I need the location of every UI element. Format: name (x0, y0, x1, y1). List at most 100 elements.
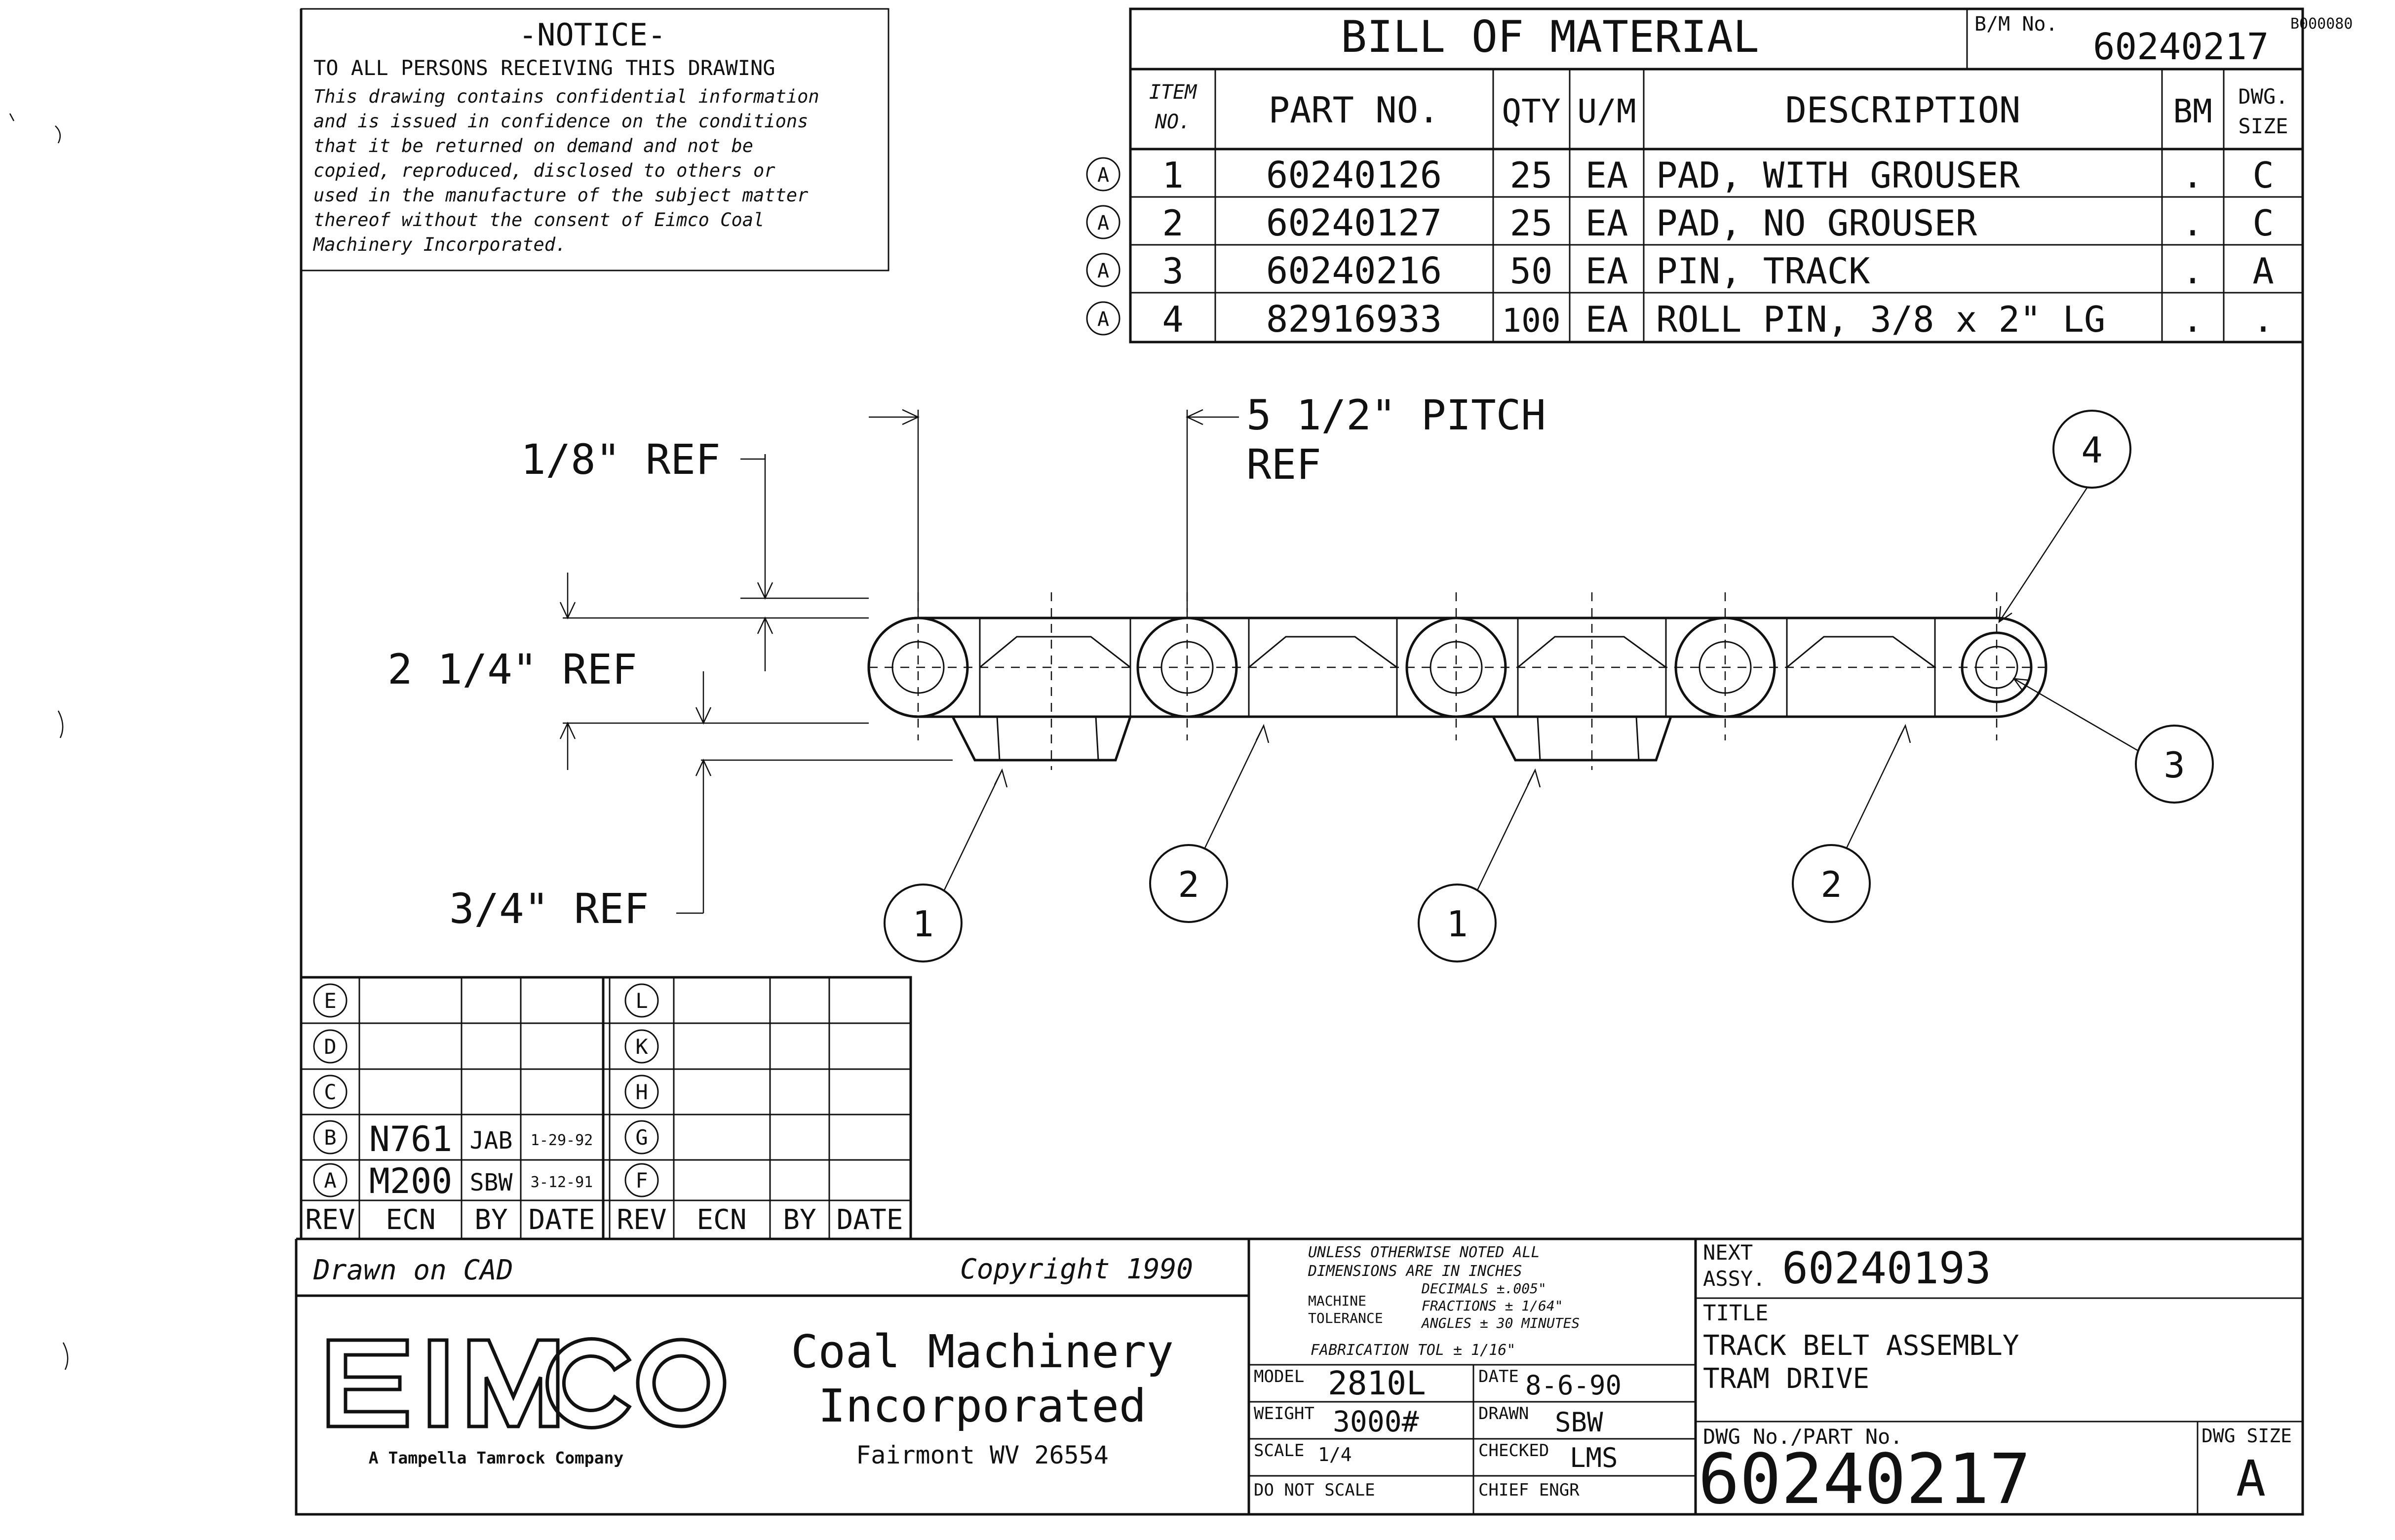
um: EA (1585, 202, 1628, 244)
checked-label: CHECKED (1478, 1441, 1549, 1461)
rev-letter: B (324, 1125, 336, 1150)
dwg-size: C (2252, 154, 2274, 196)
notice-line: used in the manufacture of the subject m… (313, 185, 809, 206)
rev-tag: A (1097, 308, 1109, 331)
tol-line: FABRICATION TOL ± 1/16" (1311, 1342, 1515, 1359)
rev-header-date: DATE (837, 1204, 903, 1236)
item-no: 4 (1162, 299, 1183, 340)
item-no: 3 (1162, 250, 1183, 292)
rev-header-ecn: ECN (386, 1204, 435, 1236)
rev-ecn: N761 (369, 1119, 453, 1159)
table-row: A 4 82916933 100 EA ROLL PIN, 3/8 x 2" L… (1086, 298, 2274, 341)
description: PIN, TRACK (1656, 250, 1870, 292)
item-no: 1 (1162, 154, 1183, 196)
dim-pitch: 5 1/2" PITCH (1246, 391, 1546, 439)
rev-date: 3-12-91 (531, 1174, 593, 1191)
rev-letter: A (324, 1168, 336, 1193)
col-header-size: SIZE (2238, 114, 2288, 138)
scan-marks (9, 113, 69, 1370)
notice-line: thereof without the consent of Eimco Coa… (313, 209, 764, 231)
do-not-scale: DO NOT SCALE (1254, 1480, 1375, 1500)
rev-by: SBW (470, 1169, 513, 1196)
weight-value: 3000# (1333, 1405, 1419, 1438)
date-label: DATE (1478, 1367, 1519, 1386)
notice-box: -NOTICE- TO ALL PERSONS RECEIVING THIS D… (300, 8, 889, 271)
company-tag: A Tampella Tamrock Company (369, 1448, 624, 1467)
col-header-bm: BM (2173, 92, 2212, 130)
notice-line: Machinery Incorporated. (312, 234, 566, 255)
dwg-size: C (2252, 202, 2274, 244)
table-row: A 3 60240216 50 EA PIN, TRACK . A (1086, 250, 2274, 292)
qty: 25 (1510, 202, 1553, 244)
bill-of-material: BILL OF MATERIAL B/M No. 60240217 ITEM N… (1086, 7, 2304, 344)
title-block: Drawn on CAD Copyright 1990 A Tampella T… (296, 1237, 2303, 1520)
eimco-logo (326, 1337, 727, 1429)
assy-label: ASSY. (1703, 1267, 1765, 1291)
item-no: 2 (1162, 202, 1183, 244)
part-no: 60240126 (1266, 154, 1442, 196)
tol-line: DECIMALS ±.005" (1421, 1280, 1546, 1297)
next-assy-number: 60240193 (1782, 1243, 1991, 1294)
drawn-label: DRAWN (1478, 1404, 1529, 1424)
drawing-title-line1: TRACK BELT ASSEMBLY (1703, 1330, 2019, 1362)
dim-eighth-ref: 1/8" REF (521, 435, 721, 484)
dwg-size: . (2252, 299, 2274, 340)
part-no: 60240127 (1266, 202, 1442, 244)
tolerance-label: TOLERANCE (1308, 1310, 1383, 1326)
qty: 25 (1510, 154, 1553, 196)
rev-header-by: BY (783, 1204, 816, 1236)
rev-letter: K (635, 1035, 648, 1059)
checked-value: LMS (1570, 1442, 1618, 1473)
drawn-value: SBW (1555, 1407, 1603, 1438)
rev-date: 1-29-92 (531, 1132, 593, 1149)
notice-line: that it be returned on demand and not be (313, 135, 753, 156)
col-header-description: DESCRIPTION (1785, 89, 2021, 131)
tol-line: UNLESS OTHERWISE NOTED ALL (1308, 1244, 1540, 1261)
rev-letter: E (324, 989, 336, 1013)
next-label: NEXT (1703, 1240, 1753, 1265)
rev-tag: A (1097, 260, 1109, 282)
dim-three-quarter-ref: 3/4" REF (449, 885, 649, 933)
company-line2: Incorporated (818, 1380, 1147, 1432)
rev-header-by: BY (474, 1204, 507, 1236)
table-row: A 2 60240127 25 EA PAD, NO GROUSER . C (1086, 202, 2274, 244)
rev-tag: A (1097, 164, 1109, 187)
revision-table: E D C B A L K H G F N761 JAB 1-29-92 M20… (300, 976, 912, 1240)
rev-letter: G (635, 1125, 648, 1150)
dwg-size-label: DWG SIZE (2202, 1425, 2292, 1447)
part-no: 60240216 (1266, 250, 1442, 292)
dim-pitch-ref: REF (1246, 440, 1321, 489)
tol-line: FRACTIONS ± 1/64" (1422, 1298, 1563, 1314)
description: PAD, NO GROUSER (1656, 202, 1977, 244)
col-header-item: ITEM (1149, 81, 1198, 104)
tol-line: ANGLES ± 30 MINUTES (1421, 1315, 1580, 1331)
col-header-part: PART NO. (1269, 89, 1440, 131)
bom-title: BILL OF MATERIAL (1341, 11, 1759, 62)
table-row: A 1 60240126 25 EA PAD, WITH GROUSER . C (1086, 154, 2274, 196)
drawn-on-cad: Drawn on CAD (313, 1254, 513, 1286)
rev-letter: D (324, 1035, 336, 1059)
balloon-2: 2 (1820, 864, 1842, 905)
notice-line: This drawing contains confidential infor… (313, 86, 819, 107)
model-value: 2810L (1328, 1364, 1426, 1402)
notice-line: and is issued in confidence on the condi… (313, 111, 808, 132)
bm-no-label: B/M No. (1974, 13, 2058, 36)
title-label: TITLE (1703, 1301, 1768, 1326)
dim-height-ref: 2 1/4" REF (387, 645, 637, 693)
corner-code: B000080 (2290, 15, 2353, 33)
bm-no: 60240217 (2093, 26, 2269, 68)
description: ROLL PIN, 3/8 x 2" LG (1656, 299, 2105, 340)
notice-heading: -NOTICE- (519, 17, 666, 53)
track-belt-drawing: 1/8" REF 2 1/4" REF 3/4" REF 5 1/2" PITC… (387, 391, 2214, 962)
notice-subheading: TO ALL PERSONS RECEIVING THIS DRAWING (313, 56, 775, 80)
bm: . (2182, 250, 2203, 292)
bm: . (2182, 202, 2203, 244)
rev-tag: A (1097, 212, 1109, 234)
bm: . (2182, 154, 2203, 196)
machine-label: MACHINE (1308, 1293, 1366, 1309)
description: PAD, WITH GROUSER (1656, 154, 2020, 196)
drawing-title-line2: TRAM DRIVE (1703, 1363, 1869, 1395)
balloon-2: 2 (1178, 864, 1199, 905)
rev-header-date: DATE (529, 1204, 595, 1236)
